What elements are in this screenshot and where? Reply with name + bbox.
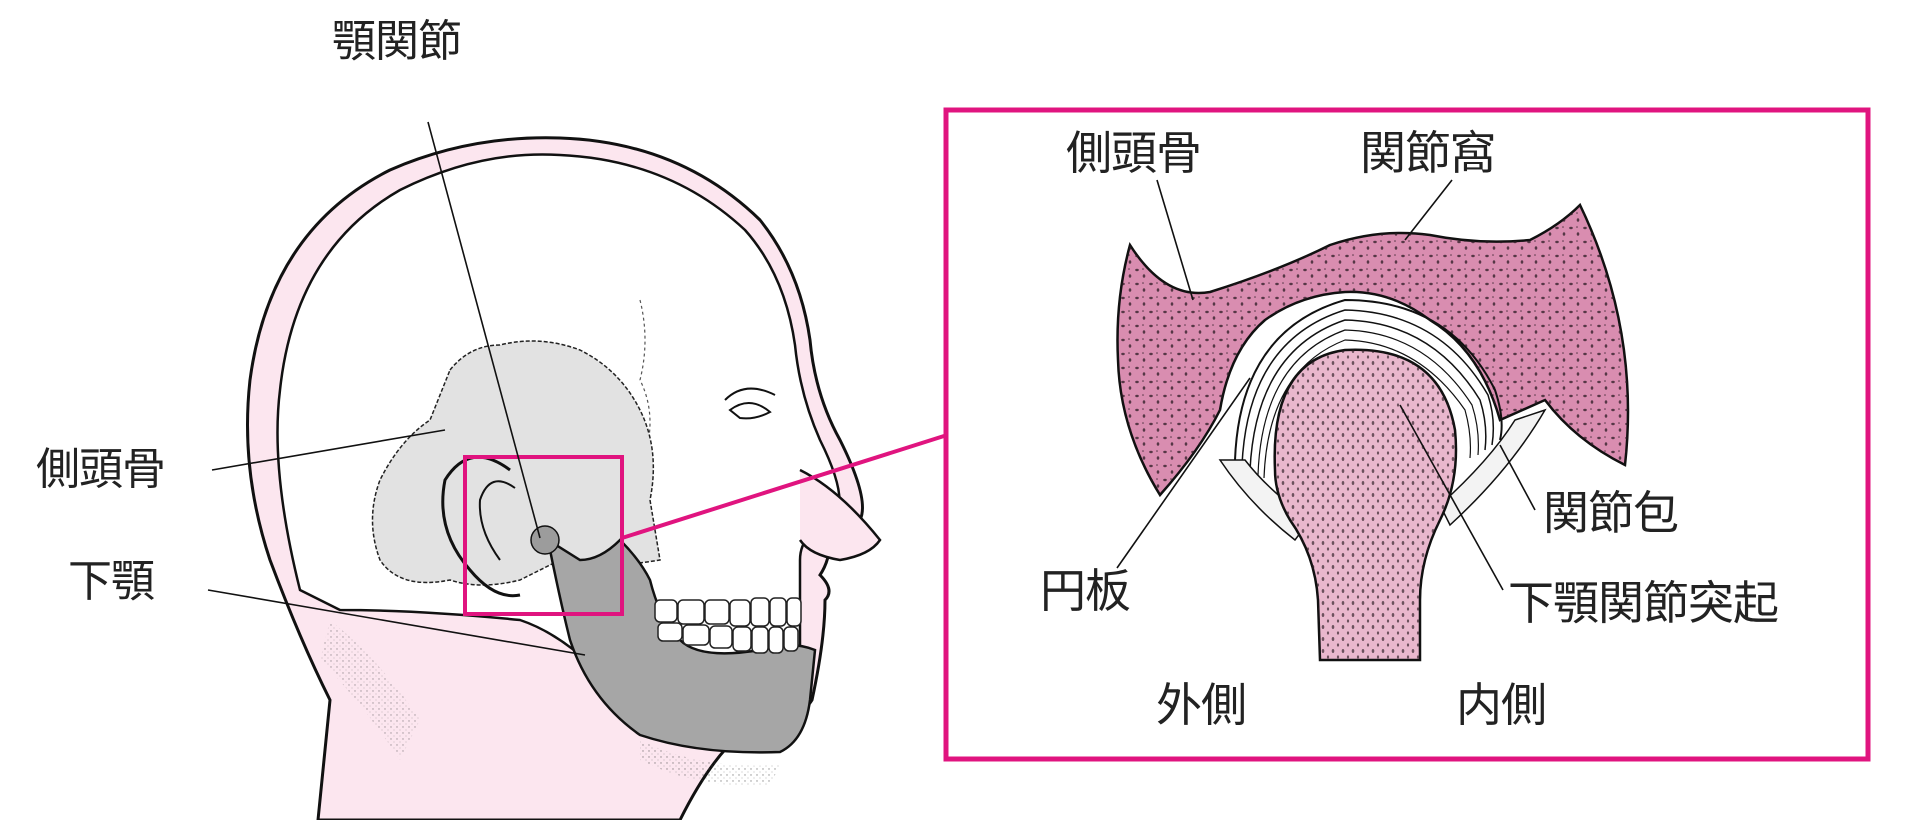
tmj-cross-section [1116,202,1630,662]
inset-connector [621,434,945,540]
label-medial: 内側 [1456,678,1547,732]
label-articular-disc: 円板 [1040,564,1131,618]
nose [798,468,882,562]
head-profile [246,136,882,820]
teeth [654,597,802,654]
mandible [546,537,817,754]
label-temporal-bone: 側頭骨 [36,444,166,495]
articular-disc [1234,298,1503,479]
label-tmj: 顎関節 [332,16,462,67]
label-mandibular-condyle: 下顎関節突起 [1508,576,1779,630]
eye [728,402,772,420]
label-articular-fossa: 関節窩 [1360,126,1496,180]
label-mandible: 下顎 [68,556,155,607]
label-inset-temporal-bone: 側頭骨 [1066,126,1202,180]
tmj-highlight-box [463,455,624,616]
label-lateral: 外側 [1156,678,1247,732]
label-joint-capsule: 関節包 [1543,486,1679,540]
